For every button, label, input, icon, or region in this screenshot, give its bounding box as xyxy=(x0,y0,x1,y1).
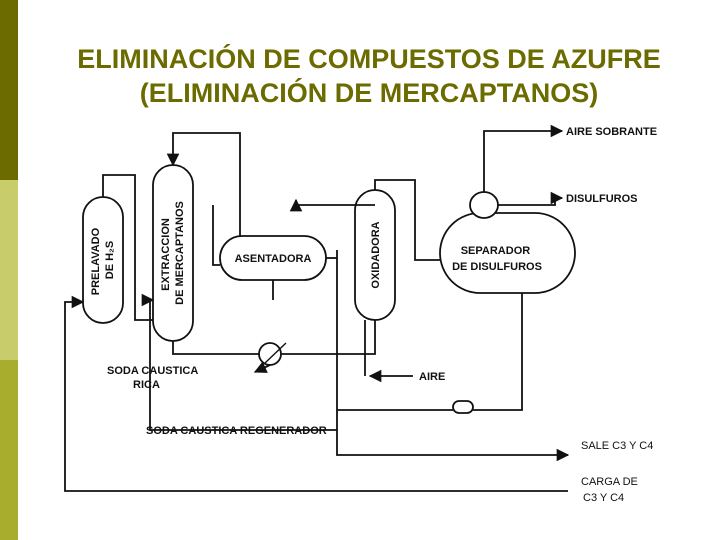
sidebar-band-dark xyxy=(0,0,18,180)
prelavado-to-extraccion-line xyxy=(102,174,153,321)
oxidadora-overhead-line xyxy=(374,179,440,261)
aire-sobrante-label: AIRE SOBRANTE xyxy=(566,126,657,138)
separador-dome xyxy=(469,191,499,219)
regenerated-return-line xyxy=(141,293,337,431)
sidebar-band-light xyxy=(0,180,18,360)
pump-to-oxidadora-line xyxy=(281,320,376,355)
asentadora-label: ASENTADORA xyxy=(235,253,312,265)
oxidadora-label: OXIDADORA xyxy=(370,221,382,288)
extraccion-vessel xyxy=(152,164,194,342)
soda-rica-label: SODA CAUSTICA RICA xyxy=(107,365,201,391)
separador-vessel xyxy=(439,212,576,294)
title-line-2: (ELIMINACIÓN DE MERCAPTANOS) xyxy=(139,78,599,108)
feed-line xyxy=(64,295,568,492)
slide-title: ELIMINACIÓN DE COMPUESTOS DE AZUFRE (ELI… xyxy=(18,42,720,110)
pump-icon xyxy=(258,342,282,366)
separador-label: SEPARADOR DE DISULFUROS xyxy=(452,245,542,273)
sale-label: SALE C3 Y C4 xyxy=(581,440,653,452)
separator-bottom-line xyxy=(473,293,523,411)
aire-label: AIRE xyxy=(419,371,445,383)
soda-regenerador-label: SODA CAUSTICA REGENERADOR xyxy=(146,425,327,437)
title-line-1: ELIMINACIÓN DE COMPUESTOS DE AZUFRE xyxy=(77,44,661,74)
rich-soda-label-line xyxy=(253,361,271,373)
asentadora-outlet-line xyxy=(212,205,220,266)
prelavado-label: PRELAVADO DE H₂S xyxy=(90,225,116,296)
extraccion-overhead-line xyxy=(166,132,241,236)
pump-slash xyxy=(264,342,287,364)
carga-label: CARGA DE C3 Y C4 xyxy=(581,476,641,504)
prelavado-vessel xyxy=(82,196,124,324)
disulfuros-label: DISULFUROS xyxy=(566,193,638,205)
rich-soda-line xyxy=(172,341,259,355)
sale-line xyxy=(336,250,570,462)
oxidadora-feed-line xyxy=(289,198,375,212)
disulfuros-line xyxy=(498,191,564,206)
sidebar-band-mid xyxy=(0,360,18,540)
sidebar-decoration xyxy=(0,0,18,540)
extraccion-label: EXTRACCION DE MERCAPTANOS xyxy=(160,201,186,305)
loop-seal xyxy=(452,400,474,414)
aire-sobrante-line xyxy=(483,124,564,192)
